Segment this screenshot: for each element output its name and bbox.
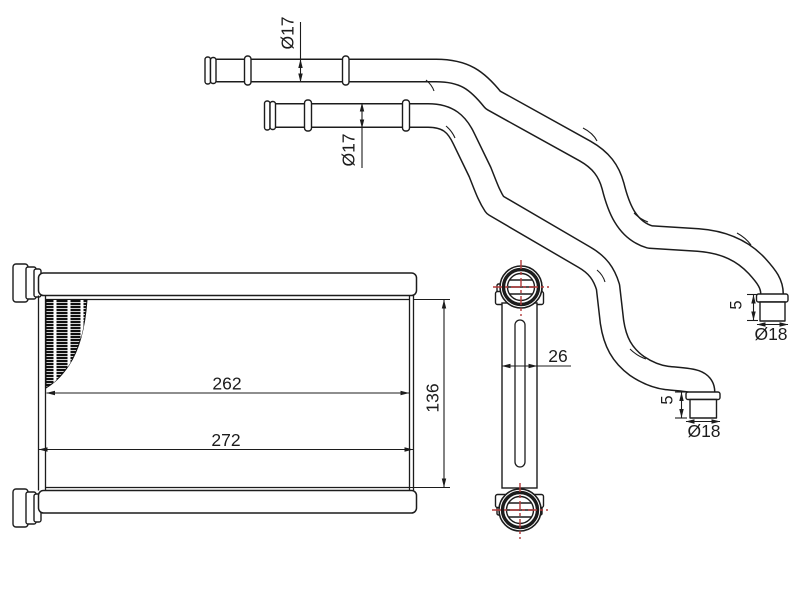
label-pipe1-bead-offset: 5 xyxy=(727,300,745,309)
outlet-pipe-outline xyxy=(271,103,716,396)
dimension-annotations xyxy=(38,22,789,489)
bottom-tank xyxy=(37,489,418,514)
heater-core-side-view xyxy=(492,260,549,539)
outlet-pipe-endcap-ring xyxy=(263,100,271,131)
core-edges xyxy=(45,298,410,489)
outlet-pipe-body xyxy=(271,104,714,395)
label-pipe1-od: Ø17 xyxy=(278,16,298,49)
inlet-pipe-upper xyxy=(210,58,784,295)
dimension-labels: Ø17 Ø17 262 272 136 26 5 Ø18 5 Ø18 xyxy=(211,16,787,450)
core-fins-section xyxy=(45,299,88,389)
outlet-pipe-lower xyxy=(271,103,716,396)
dimension-core-height xyxy=(410,298,450,489)
side-view-bottom-port xyxy=(492,483,548,539)
inlet-pipe-body xyxy=(210,60,783,295)
inlet-pipe-stub xyxy=(759,301,786,322)
inlet-pipe-endcap-ring xyxy=(209,56,217,85)
label-pipe2-od: Ø17 xyxy=(339,133,359,166)
side-view-top-port xyxy=(493,260,549,316)
label-overall-width: 272 xyxy=(211,430,240,450)
outlet-pipe-endcap-ring xyxy=(269,100,277,131)
label-pipe1-end-od: Ø18 xyxy=(754,324,787,344)
pipe-rings xyxy=(204,55,411,132)
inlet-pipe-endcap-ring xyxy=(204,56,212,85)
label-pipe2-bead-offset: 5 xyxy=(658,395,676,404)
label-pipe2-end-od: Ø18 xyxy=(687,421,720,441)
inlet-pipe-barb-ring xyxy=(341,55,350,86)
outlet-pipe-stub xyxy=(689,398,718,419)
outlet-pipe-barb-ring xyxy=(303,99,313,132)
side-view-body xyxy=(501,302,538,489)
outlet-pipe-barb-ring xyxy=(401,99,411,132)
left-fitting-top xyxy=(12,263,42,303)
pipe-bend-shading xyxy=(425,79,752,360)
pipe-assembly xyxy=(204,55,789,419)
label-tank-depth: 26 xyxy=(548,346,567,366)
inlet-pipe-bead xyxy=(755,293,789,303)
outlet-pipe-bead xyxy=(685,391,721,401)
left-fitting-bottom xyxy=(12,488,42,528)
dimension-pipe2-end xyxy=(675,391,721,424)
side-view-seam-slot xyxy=(514,319,526,468)
pipe-flanged-ends xyxy=(685,293,789,419)
heater-core-front-view xyxy=(12,263,418,528)
dimension-pipe1-end xyxy=(747,293,789,327)
label-core-height: 136 xyxy=(423,383,443,412)
top-tank xyxy=(37,272,418,297)
inlet-pipe-barb-ring xyxy=(243,55,252,86)
label-core-width: 262 xyxy=(212,374,241,394)
